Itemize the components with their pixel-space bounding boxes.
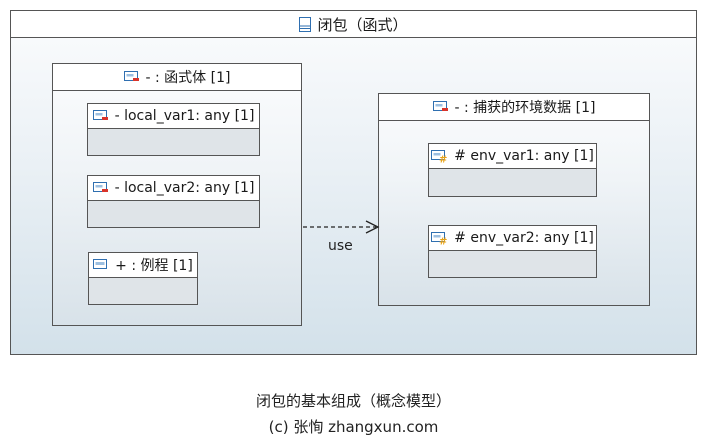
local-var1-header: - local_var1: any [1] — [88, 104, 259, 129]
private-attribute-icon — [92, 182, 109, 194]
svg-text:#: # — [439, 236, 447, 245]
svg-text:#: # — [439, 154, 447, 163]
local-var1-label: - local_var1: any [1] — [114, 108, 255, 124]
captured-env-header: - : 捕获的环境数据 [1] — [379, 94, 649, 121]
routine-header: + : 例程 [1] — [89, 253, 197, 278]
local-var2-header: - local_var2: any [1] — [88, 176, 259, 201]
function-body-title: - : 函式体 [1] — [145, 70, 231, 86]
env-var1-header: # # env_var1: any [1] — [429, 144, 596, 169]
protected-attribute-icon: # — [431, 149, 448, 165]
part-icon — [123, 71, 140, 83]
part-icon — [432, 101, 449, 113]
figure-credit: (c) 张恂 zhangxun.com — [268, 418, 439, 436]
env-var1-attribute[interactable]: # # env_var1: any [1] — [428, 143, 597, 197]
routine-label: + : 例程 [1] — [115, 258, 193, 274]
routine-part[interactable]: + : 例程 [1] — [88, 252, 198, 305]
use-label: use — [328, 238, 353, 254]
use-dependency-arrow[interactable] — [302, 216, 382, 236]
local-var2-label: - local_var2: any [1] — [114, 180, 255, 196]
public-part-icon — [93, 259, 109, 271]
protected-attribute-icon: # — [431, 231, 448, 247]
closure-composite[interactable]: 闭包（函式） - : 函式体 [1] — [10, 10, 697, 355]
private-attribute-icon — [92, 110, 109, 122]
env-var2-label: # env_var2: any [1] — [454, 230, 594, 246]
function-body-part[interactable]: - : 函式体 [1] - local_var1: any [1] — [52, 63, 302, 326]
local-var1-attribute[interactable]: - local_var1: any [1] — [87, 103, 260, 156]
function-body-header: - : 函式体 [1] — [53, 64, 301, 91]
local-var2-attribute[interactable]: - local_var2: any [1] — [87, 175, 260, 228]
env-var2-header: # # env_var2: any [1] — [429, 226, 596, 251]
closure-title: 闭包（函式） — [317, 15, 408, 34]
captured-env-part[interactable]: - : 捕获的环境数据 [1] # # env_var1: any [1] — [378, 93, 650, 306]
env-var1-label: # env_var1: any [1] — [454, 148, 594, 164]
env-var2-attribute[interactable]: # # env_var2: any [1] — [428, 225, 597, 278]
closure-header: 闭包（函式） — [11, 11, 696, 38]
class-icon — [299, 16, 312, 32]
figure-caption: 闭包的基本组成（概念模型） — [255, 392, 451, 410]
captured-env-title: - : 捕获的环境数据 [1] — [454, 100, 596, 116]
